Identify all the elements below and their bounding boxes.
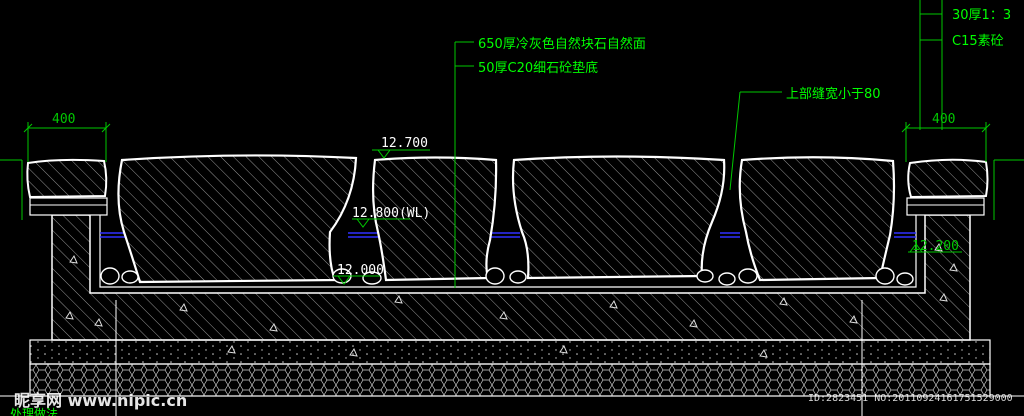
dimension-lines [0, 0, 1024, 288]
elevation-bottom: 12.000 [337, 263, 384, 278]
left-dimension: 400 [52, 112, 75, 127]
stone-block [511, 155, 726, 280]
natural-stones [117, 154, 896, 284]
hex-layer [29, 363, 991, 397]
left-edge-stone [26, 158, 108, 199]
elevation-water-level: 12.800(WL) [352, 206, 430, 221]
elevation-right: 12.200 [912, 239, 959, 254]
right-edge-stone [907, 158, 989, 199]
watermark-logo: 昵享网 www.nipic.cn [14, 391, 187, 410]
water-level-lines [100, 232, 916, 238]
watermark-corner: 处理做法 [10, 406, 58, 416]
gravel-layer [29, 339, 991, 365]
stone-block [117, 154, 358, 284]
stone-layer-label: 650厚冷灰色自然块石自然面 [478, 36, 646, 52]
watermark-id: ID:2823451 NO:20110924161751529000 [808, 393, 1013, 404]
edge-paving [26, 158, 989, 216]
base-layer-label: 50厚C20细石砼垫底 [478, 60, 598, 76]
stone-block [738, 156, 896, 282]
top-right-label-1: 30厚1：3 [952, 8, 1011, 23]
joint-note-label: 上部缝宽小于80 [786, 86, 881, 102]
top-right-label-2: C15素砼 [952, 34, 1004, 49]
right-dimension: 400 [932, 112, 955, 127]
base-layers [0, 339, 1024, 397]
stone-block [372, 156, 498, 282]
elevation-top: 12.700 [381, 136, 428, 151]
